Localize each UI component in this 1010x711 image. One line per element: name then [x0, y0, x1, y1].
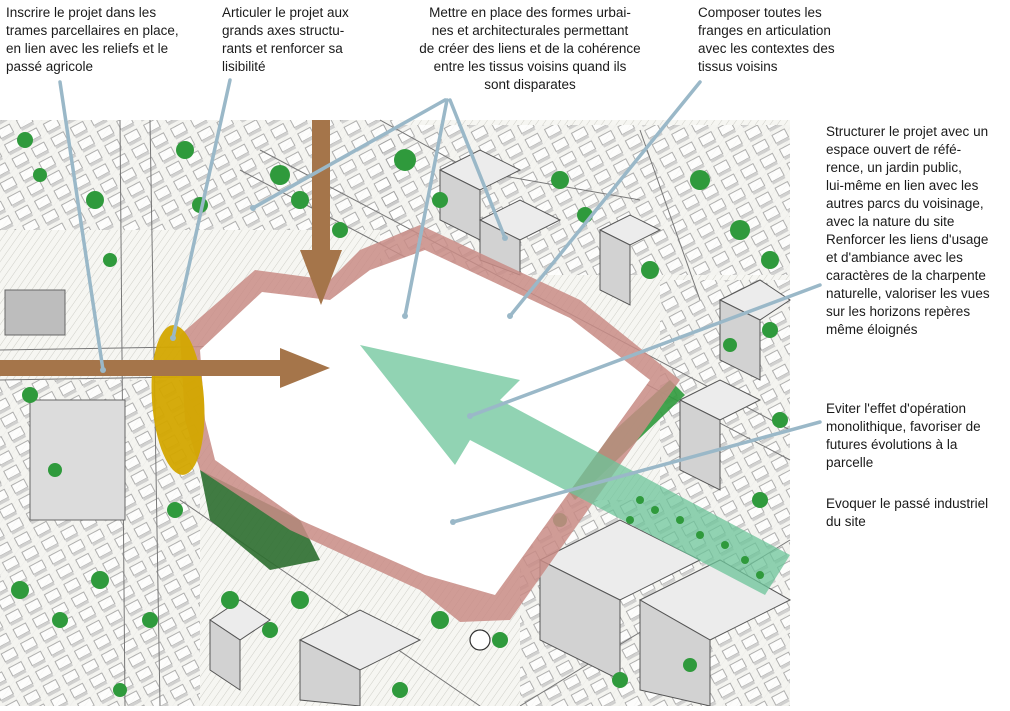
annotation-line: Evoquer le passé industriel	[826, 496, 989, 511]
annotation-line: Composer toutes les	[698, 5, 822, 20]
annotation-line: sur les horizons repères	[826, 304, 971, 319]
annotation-line: sont disparates	[484, 77, 576, 92]
annotation-line: et d'ambiance avec les	[826, 250, 963, 265]
annotation-line: nes et architecturales permettant	[431, 23, 629, 38]
annotation-line: monolithique, favoriser de	[826, 419, 981, 434]
annotation-line: avec la nature du site	[826, 214, 955, 229]
leader-line-ends	[100, 205, 513, 525]
annotation-line: Articuler le projet aux	[222, 5, 349, 20]
annotation-line: franges en articulation	[698, 23, 831, 38]
annotation-line: en lien avec les reliefs et le	[6, 41, 169, 56]
building-west-tower	[4, 289, 66, 336]
buildings-south-east-blocks	[209, 519, 792, 707]
annotation-formes-urbaines: Mettre en place des formes urbai- nes et…	[410, 4, 650, 94]
annotation-grands-axes: Articuler le projet aux grands axes stru…	[222, 4, 349, 76]
annotation-line: naturelle, valoriser les vues	[826, 286, 990, 301]
green-arrow-icon	[360, 345, 790, 595]
annotation-line: Inscrire le projet dans les	[6, 5, 157, 20]
annotation-operation-monolithique: Eviter l'effet d'opération monolithique,…	[826, 400, 981, 472]
brown-arrow-icon	[0, 348, 330, 388]
annotation-line: trames parcellaires en place,	[6, 23, 179, 38]
annotation-line: autres parcs du voisinage,	[826, 196, 984, 211]
annotation-line: entre les tissus voisins quand ils	[433, 59, 627, 74]
annotation-franges: Composer toutes les franges en articulat…	[698, 4, 835, 76]
tree-icon	[626, 496, 764, 579]
annotation-passe-industriel: Evoquer le passé industriel du site	[826, 495, 988, 531]
annotation-line: grands axes structu-	[222, 23, 345, 38]
annotation-line: Mettre en place des formes urbai-	[429, 5, 631, 20]
vegetation	[11, 132, 788, 698]
annotation-line: futures évolutions à la	[826, 437, 958, 452]
buildings-north-blocks	[438, 149, 791, 491]
annotation-line: Eviter l'effet d'opération	[826, 401, 966, 416]
leader-lines	[58, 78, 822, 524]
annotation-line: rence, un jardin public,	[826, 160, 962, 175]
annotation-line: Renforcer les liens d'usage	[826, 232, 989, 247]
building-west-slab	[29, 399, 126, 521]
annotation-line: parcelle	[826, 455, 874, 470]
annotation-line: du site	[826, 514, 866, 529]
annotation-line: passé agricole	[6, 59, 94, 74]
annotation-line: même éloignés	[826, 322, 918, 337]
annotation-line: espace ouvert de réfé-	[826, 142, 962, 157]
annotation-line: lisibilité	[222, 59, 266, 74]
annotation-line: de créer des liens et de la cohérence	[419, 41, 641, 56]
wooded-strip-south	[200, 470, 320, 570]
roundabout	[469, 629, 491, 651]
brown-arrow-icon	[300, 120, 342, 305]
annotation-line: tissus voisins	[698, 59, 778, 74]
annotation-espace-ouvert: Structurer le projet avec un espace ouve…	[826, 123, 990, 339]
annotation-line: Structurer le projet avec un	[826, 124, 989, 139]
annotation-trames-parcellaires: Inscrire le projet dans les trames parce…	[6, 4, 179, 76]
annotation-line: avec les contextes des	[698, 41, 835, 56]
annotation-line: rants et renforcer sa	[222, 41, 343, 56]
annotation-line: caractères de la charpente	[826, 268, 986, 283]
annotation-line: lui-même en lien avec les	[826, 178, 979, 193]
